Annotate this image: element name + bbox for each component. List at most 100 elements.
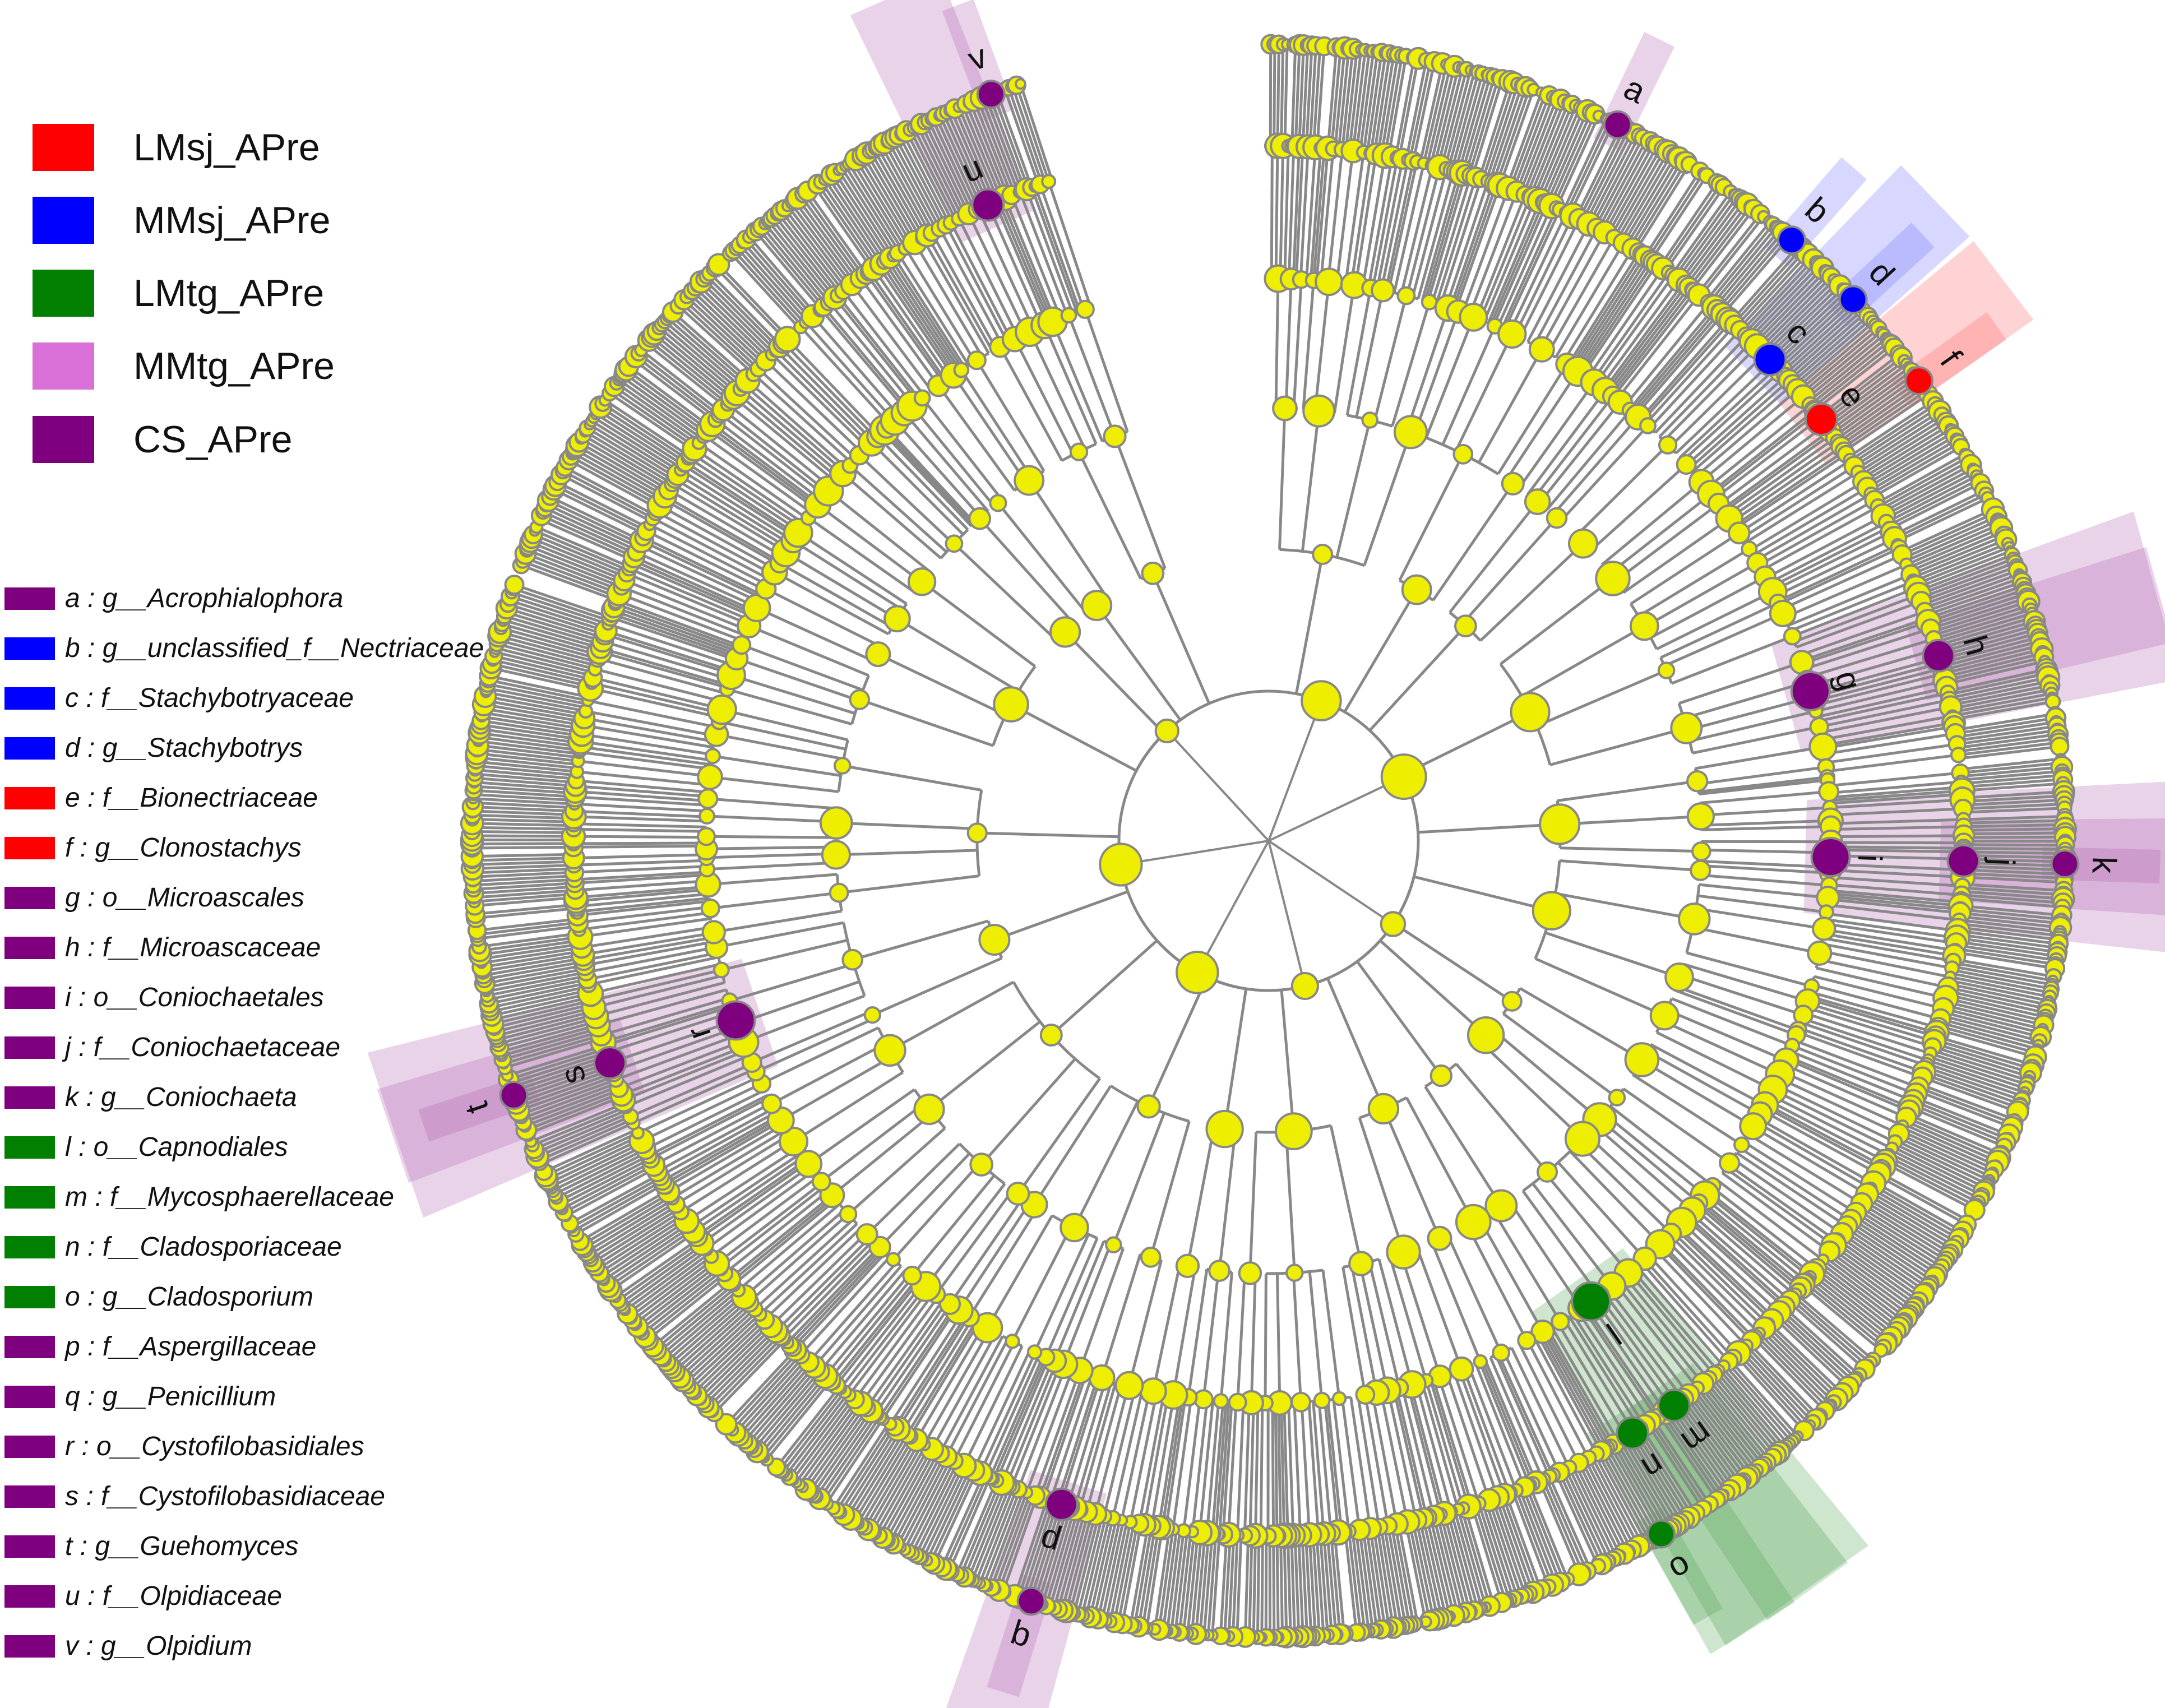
branch-line: [1681, 1221, 1780, 1314]
branch-line: [1581, 129, 1630, 221]
branch-line: [1015, 85, 1051, 182]
branch-line: [1843, 1229, 1929, 1289]
branch-line: [617, 1241, 702, 1302]
branch-line: [1284, 1131, 1296, 1273]
branch-line: [1784, 1063, 1907, 1119]
branch-line: [1963, 814, 2065, 821]
branch-line: [915, 1325, 985, 1441]
branch-line: [1870, 442, 1960, 496]
branch-line: [623, 372, 707, 434]
branch-line: [1711, 412, 1818, 497]
branch-line: [1738, 1146, 1852, 1222]
branch-line: [1334, 48, 1347, 149]
node-circle: [1678, 902, 1711, 936]
branch-line: [1366, 52, 1384, 153]
branch-line: [1505, 1493, 1542, 1590]
branch-line: [811, 315, 901, 418]
branch-line: [977, 209, 1035, 331]
branch-line: [1937, 624, 2036, 654]
branch-line: [706, 852, 836, 859]
branch-line: [514, 583, 611, 619]
branch-line: [1962, 890, 2064, 900]
legend-taxon-label: t : g__Guehomyces: [65, 1531, 299, 1561]
node-circle: [1449, 1356, 1474, 1382]
branch-line: [1333, 1533, 1346, 1634]
branch-line: [1619, 153, 1673, 242]
branch-line: [564, 466, 655, 517]
branch-line: [1068, 1513, 1097, 1613]
branch-line: [1615, 1441, 1669, 1531]
branch-line: [792, 1397, 855, 1481]
branch-line: [765, 359, 863, 454]
branch-line: [1150, 1395, 1176, 1526]
branch-line: [1829, 785, 1962, 799]
branch-line: [1753, 270, 1826, 345]
branch-line: [938, 1335, 1004, 1454]
legend-group-label: MMsj_APre: [133, 199, 331, 242]
branch-line: [1449, 182, 1495, 309]
branch-line: [1667, 1409, 1728, 1494]
branch-line: [582, 931, 714, 956]
branch-line: [1656, 1031, 1774, 1091]
branch-line: [992, 1357, 1048, 1480]
branch-line: [813, 1265, 903, 1368]
branch-line: [1276, 44, 1280, 146]
branch-line: [1941, 640, 2041, 668]
branch-line: [599, 650, 728, 689]
node-circle: [1686, 802, 1715, 831]
branch-line: [1755, 1335, 1829, 1409]
branch-line: [1904, 519, 1999, 563]
branch-line: [1014, 338, 1075, 456]
branch-line: [581, 1192, 670, 1246]
node-circle: [1530, 1320, 1555, 1344]
node-circle: [706, 694, 737, 725]
branch-line: [1680, 973, 1804, 1017]
node-circle: [1380, 911, 1407, 937]
branch-line: [1129, 1525, 1150, 1626]
branch-line: [1857, 417, 1945, 474]
branch-line: [1803, 1011, 1931, 1055]
branch-line: [837, 169, 895, 257]
branch-line: [675, 1133, 790, 1206]
legend-swatch: [4, 786, 55, 809]
branch-line: [1474, 194, 1526, 319]
branch-line: [1400, 1386, 1436, 1517]
branch-line: [1923, 573, 2020, 610]
branch-line: [491, 992, 591, 1017]
branch-line: [516, 1068, 613, 1104]
branch-line: [1910, 534, 2005, 576]
branch-line: [496, 642, 596, 671]
branch-line: [1696, 213, 1762, 295]
branch-line: [1484, 1501, 1519, 1598]
branch-line: [1355, 290, 1385, 418]
branch-line: [1793, 1039, 1919, 1089]
branch-line: [575, 873, 708, 885]
branch-line: [848, 1288, 931, 1396]
branch-line: [995, 1358, 1050, 1482]
branch-line: [878, 1446, 931, 1536]
branch-line: [1722, 237, 1791, 316]
branch-line: [1934, 1038, 2033, 1071]
branch-line: [573, 853, 707, 860]
branch-line: [1769, 288, 1844, 360]
branch-line: [1409, 1384, 1446, 1514]
branch-line: [997, 502, 1088, 614]
legend-taxon-j: j : f__Coniochaetaceae: [4, 1032, 340, 1063]
branch-line: [728, 1351, 799, 1428]
branch-line: [548, 1138, 642, 1184]
node-circle: [2050, 737, 2070, 757]
branch-line: [496, 1010, 595, 1038]
branch-line: [577, 760, 710, 778]
branch-line: [1301, 45, 1310, 147]
branch-line: [1826, 1253, 1910, 1316]
branch-line: [967, 213, 1028, 335]
branch-line: [1478, 1218, 1544, 1333]
branch-line: [1877, 1174, 1968, 1226]
branch-line: [1662, 184, 1722, 270]
branch-line: [560, 473, 652, 523]
branch-line: [1704, 1380, 1771, 1461]
branch-line: [1794, 593, 1919, 644]
branch-line: [1040, 1507, 1072, 1605]
branch-line: [1424, 316, 1475, 438]
branch-line: [1248, 1402, 1255, 1536]
